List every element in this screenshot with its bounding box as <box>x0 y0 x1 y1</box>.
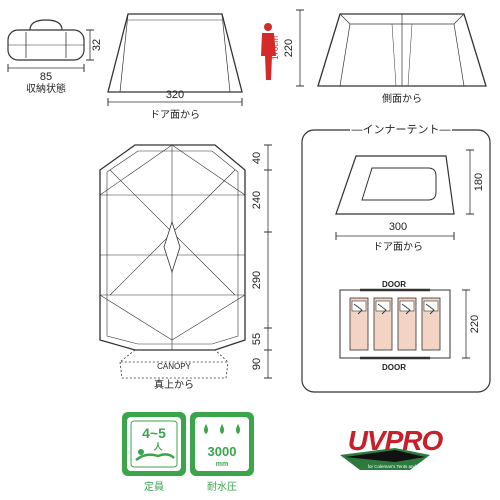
water-drop-icon <box>220 424 224 434</box>
tent-height-label: 220 <box>283 39 295 57</box>
capacity-unit: 人 <box>152 441 163 452</box>
inner-tent-title: ―インナーテント― <box>352 123 451 136</box>
uvpro-logo: UVPRO for Coleman's Tents and Tarps <box>340 425 445 470</box>
floor-depth-label: 220 <box>469 315 481 333</box>
water-drop-icon <box>236 424 240 434</box>
person-figure <box>261 23 276 80</box>
capacity-value: 4~5 <box>142 425 166 441</box>
water-resistance-badge <box>190 412 254 476</box>
door-bottom-label: DOOR <box>382 363 406 372</box>
top-seg-3: 290 <box>251 271 263 289</box>
bag-storage-label: 収納状態 <box>26 82 66 95</box>
water-label: 耐水圧 <box>207 480 237 493</box>
top-seg-2: 240 <box>251 191 263 209</box>
door-top-label: DOOR <box>382 280 406 289</box>
storage-bag <box>7 19 85 61</box>
inner-height-label: 180 <box>473 173 485 191</box>
person-height-label: 170cm <box>271 36 280 60</box>
capacity-label: 定員 <box>144 480 164 493</box>
top-seg-1: 40 <box>251 152 263 164</box>
front-width-label: 320 <box>166 89 184 101</box>
side-view-label: 側面から <box>382 92 422 105</box>
inner-width-label: 300 <box>389 221 407 233</box>
top-view-tent <box>99 144 246 379</box>
water-drop-icon <box>204 424 208 434</box>
top-view-dimensions <box>264 144 272 379</box>
top-seg-5: 90 <box>251 358 263 370</box>
front-view-tent <box>107 13 243 93</box>
canopy-label: CANOPY <box>157 362 191 371</box>
inner-tent-title-bg <box>350 122 452 136</box>
water-value: 3000 <box>208 444 237 459</box>
sleeping-mats <box>349 297 441 351</box>
side-view-tent <box>317 13 487 87</box>
water-unit: mm <box>216 461 228 468</box>
inner-front-label: ドア面から <box>373 241 423 253</box>
uvpro-tagline: for Coleman's Tents and Tarps <box>368 464 429 469</box>
bag-height-label: 32 <box>91 39 103 51</box>
capacity-badge <box>122 412 186 476</box>
bag-width-label: 85 <box>40 71 52 83</box>
inner-tent-front <box>335 155 455 215</box>
front-view-label: ドア面から <box>150 109 200 121</box>
uvpro-text: UVPRO <box>348 425 444 456</box>
top-seg-4: 55 <box>251 333 263 345</box>
top-view-label: 真上から <box>154 378 194 391</box>
